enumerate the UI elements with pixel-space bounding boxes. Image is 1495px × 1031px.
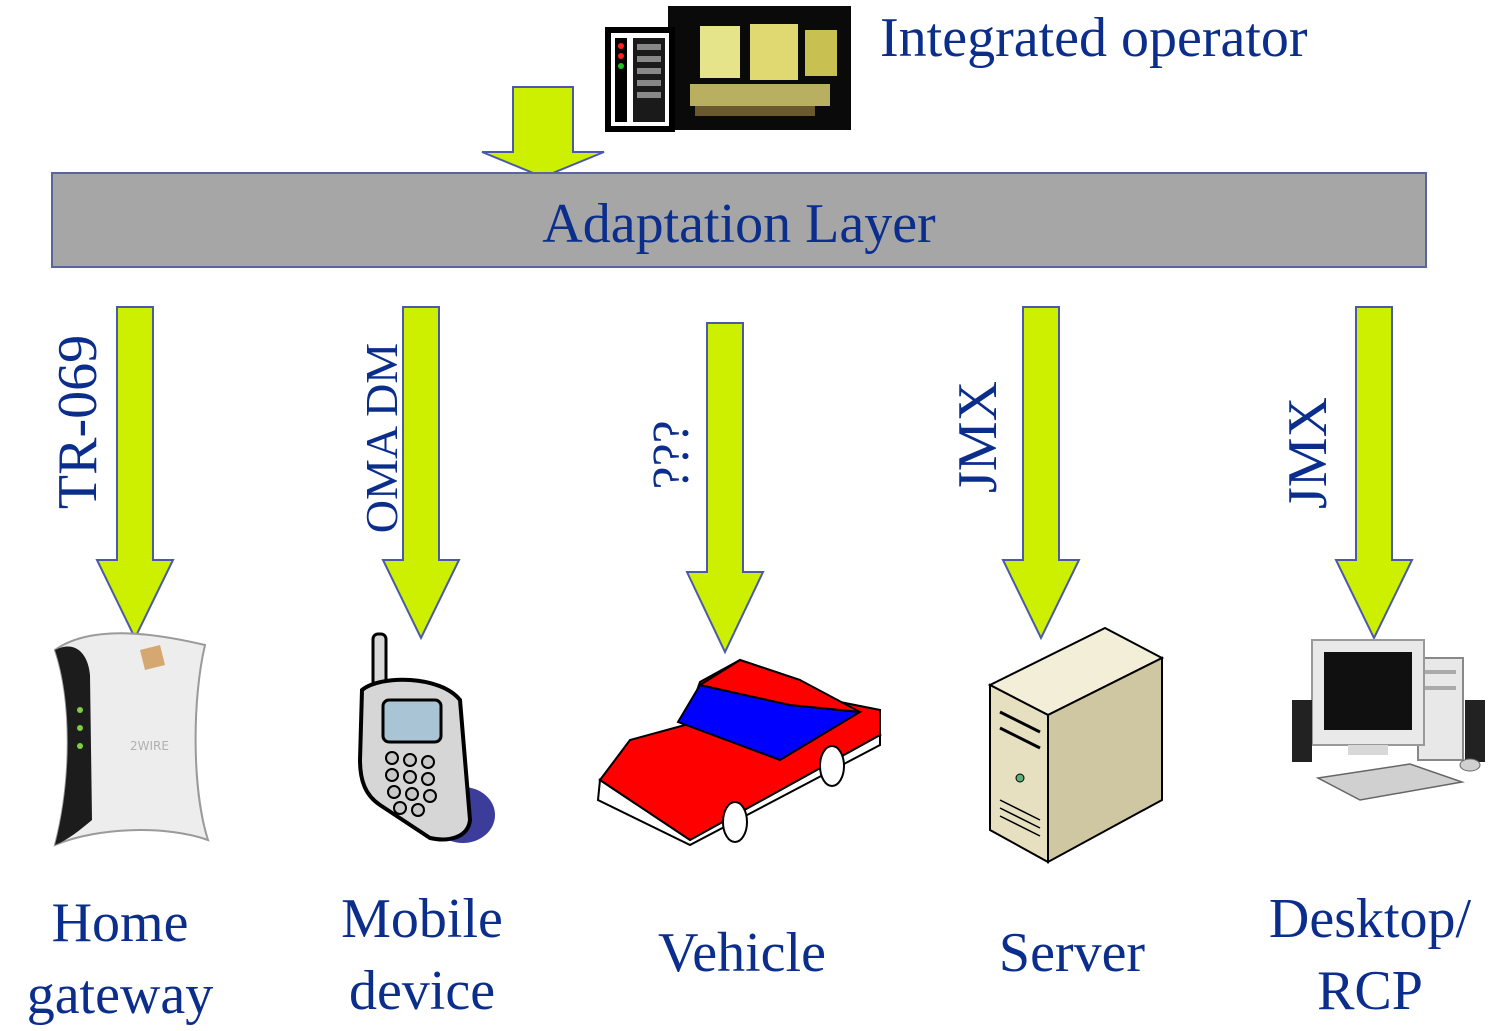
device-label-line: Vehicle — [658, 922, 826, 984]
device-label-line: Server — [998, 922, 1146, 984]
device-label-vehicle: Vehicle — [612, 918, 872, 990]
device-label-line: gateway — [26, 963, 214, 1026]
server-tower-icon — [987, 626, 1165, 864]
protocol-label-oma-dm: OMA DM — [356, 342, 407, 534]
desktop-computer-icon — [1292, 639, 1485, 801]
arrow-to-mobile-device — [381, 306, 461, 641]
device-label-line: Home — [51, 892, 189, 954]
device-label-desktop-rcp: Desktop/ RCP — [1240, 884, 1495, 1027]
device-label-line: Desktop/ — [1268, 888, 1472, 950]
operator-workstation-image — [605, 6, 851, 132]
arrow-to-server — [1001, 306, 1081, 641]
adaptation-layer-label: Adaptation Layer — [542, 193, 936, 255]
arrow-operator-to-layer — [481, 86, 605, 179]
car-icon — [596, 658, 883, 847]
device-label-server: Server — [942, 918, 1202, 990]
device-label-line: device — [348, 959, 496, 1022]
arrow-to-desktop — [1334, 306, 1414, 641]
device-label-home-gateway: Home gateway — [0, 888, 250, 1031]
device-label-line: RCP — [1317, 959, 1423, 1022]
operator-title: Integrated operator — [880, 7, 1308, 69]
protocol-label-jmx-desktop: JMX — [1277, 396, 1339, 510]
protocol-label-unknown: ??? — [643, 420, 700, 490]
protocol-label-tr069: TR-069 — [47, 334, 109, 510]
mobile-phone-icon — [357, 632, 495, 843]
device-label-mobile-device: Mobile device — [292, 884, 552, 1027]
arrow-to-home-gateway — [95, 306, 175, 641]
adaptation-layer-bar: Adaptation Layer — [51, 172, 1427, 268]
home-gateway-icon: 2WIRE — [53, 632, 210, 847]
arrow-to-vehicle — [685, 322, 765, 655]
device-label-line: Mobile — [341, 888, 503, 950]
protocol-label-jmx-server: JMX — [947, 380, 1009, 494]
svg-text:2WIRE: 2WIRE — [130, 739, 169, 753]
